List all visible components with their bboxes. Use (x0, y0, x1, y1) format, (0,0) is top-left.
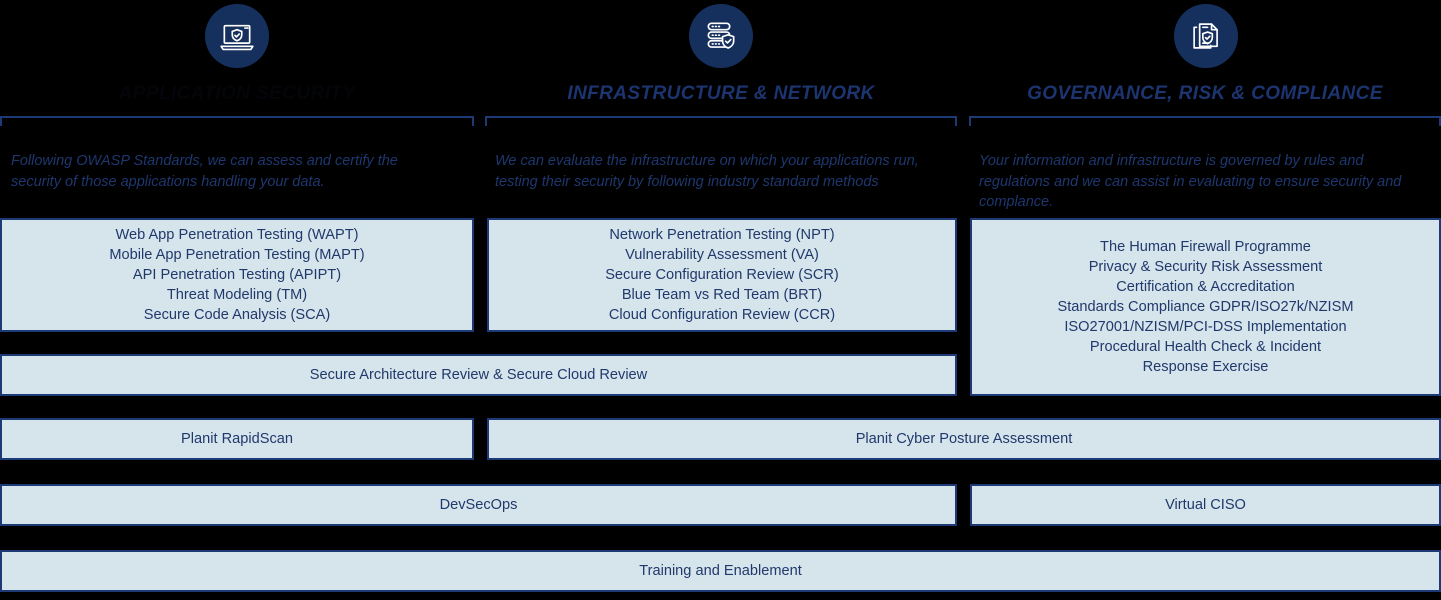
service-list-application-security: Web App Penetration Testing (WAPT) Mobil… (109, 225, 364, 325)
column-title-infrastructure-network: INFRASTRUCTURE & NETWORK (567, 83, 875, 104)
list-item: Mobile App Penetration Testing (MAPT) (109, 247, 365, 263)
column-title-governance-risk-compliance: GOVERNANCE, RISK & COMPLIANCE (1027, 83, 1383, 104)
row-label: DevSecOps (439, 497, 518, 513)
list-item: Web App Penetration Testing (WAPT) (115, 227, 359, 243)
frame-mask (0, 126, 1441, 212)
list-item: API Penetration Testing (APIPT) (132, 267, 342, 283)
row-virtual-ciso[interactable]: Virtual CISO (970, 484, 1441, 526)
list-item: Blue Team vs Red Team (BRT) (621, 287, 823, 303)
row-label: Planit Cyber Posture Assessment (855, 431, 1073, 447)
row-label: Training and Enablement (639, 563, 802, 579)
list-item: Vulnerability Assessment (VA) (625, 247, 819, 263)
service-panel-infrastructure-network[interactable]: Network Penetration Testing (NPT) Vulner… (487, 218, 957, 332)
server-shield-icon (689, 4, 753, 68)
row-planit-rapidscan[interactable]: Planit RapidScan (0, 418, 474, 460)
list-item: Standards Compliance GDPR/ISO27k/NZISM (1057, 299, 1354, 315)
list-item: Privacy & Security Risk Assessment (1088, 259, 1323, 275)
list-item: Certification & Accreditation (1116, 279, 1295, 295)
description-infrastructure-network: We can evaluate the infrastructure on wh… (495, 153, 919, 190)
list-item: Response Exercise (1142, 359, 1269, 375)
description-governance-risk-compliance: Your information and infrastructure is g… (979, 153, 1402, 210)
list-item: Secure Code Analysis (SCA) (143, 307, 331, 323)
service-panel-application-security[interactable]: Web App Penetration Testing (WAPT) Mobil… (0, 218, 474, 332)
list-item: ISO27001/NZISM/PCI-DSS Implementation (1064, 319, 1347, 335)
row-label: Planit RapidScan (181, 431, 293, 447)
list-item: Network Penetration Testing (NPT) (609, 227, 835, 243)
service-list-governance-risk-compliance: The Human Firewall Programme Privacy & S… (1057, 237, 1353, 377)
row-planit-cyber-posture-assessment[interactable]: Planit Cyber Posture Assessment (487, 418, 1441, 460)
row-training-and-enablement[interactable]: Training and Enablement (0, 550, 1441, 592)
row-secure-architecture-review[interactable]: Secure Architecture Review & Secure Clou… (0, 354, 957, 396)
service-panel-governance-risk-compliance[interactable]: The Human Firewall Programme Privacy & S… (970, 218, 1441, 396)
list-item: The Human Firewall Programme (1100, 239, 1311, 255)
list-item: Cloud Configuration Review (CCR) (608, 307, 836, 323)
list-item: Secure Configuration Review (SCR) (605, 267, 839, 283)
column-title-application-security: APPLICATION SECURITY (118, 83, 356, 104)
service-list-infrastructure-network: Network Penetration Testing (NPT) Vulner… (605, 225, 839, 325)
list-item: Threat Modeling (TM) (166, 287, 308, 303)
description-application-security: Following OWASP Standards, we can assess… (11, 153, 398, 190)
row-devsecops[interactable]: DevSecOps (0, 484, 957, 526)
documents-shield-icon (1174, 4, 1238, 68)
row-label: Secure Architecture Review & Secure Clou… (309, 367, 648, 383)
list-item: Procedural Health Check & Incident (1089, 339, 1322, 355)
laptop-shield-icon (205, 4, 269, 68)
row-label: Virtual CISO (1165, 497, 1246, 513)
